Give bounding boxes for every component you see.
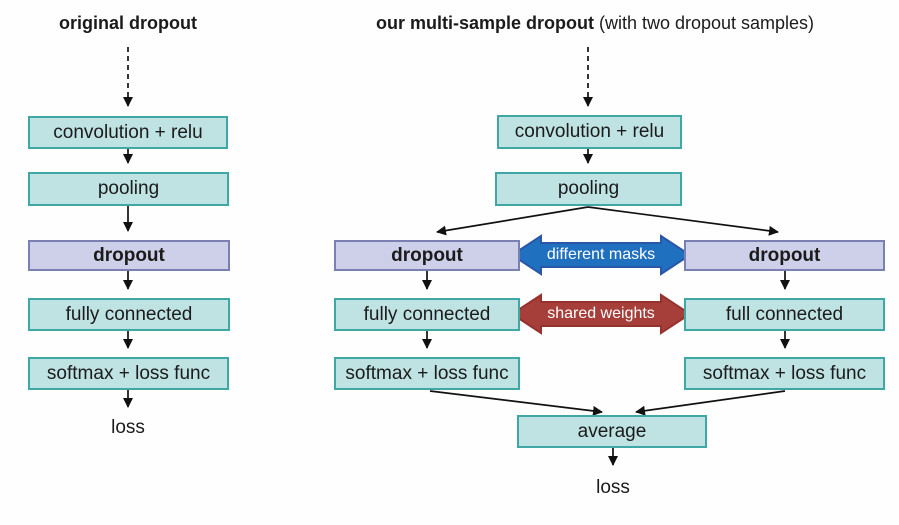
right-loss-label: loss (596, 477, 630, 498)
left-dropout-box: dropout (28, 240, 230, 271)
shared-weights-label: shared weights (547, 305, 655, 322)
average-box: average (517, 415, 707, 448)
branchL-dropout-box: dropout (334, 240, 520, 271)
left-conv-relu-box: convolution + relu (28, 116, 228, 149)
branchR-softmax-loss-box: softmax + loss func (684, 357, 885, 390)
left-panel-title: original dropout (59, 13, 197, 33)
left-fully-connected-box: fully connected (28, 298, 230, 331)
branchL-softmax-loss-box: softmax + loss func (334, 357, 520, 390)
right-pooling-box: pooling (495, 172, 682, 206)
branchL-fully-connected-box: fully connected (334, 298, 520, 331)
branchR-full-connected-box: full connected (684, 298, 885, 331)
pooling-split-left-arrow (436, 206, 589, 236)
pooling-split-right-arrow (587, 206, 779, 236)
right-panel-title-regular: (with two dropout samples) (593, 13, 815, 33)
different-masks-label: different masks (546, 246, 656, 263)
right-panel-title-bold: our multi-sample dropout (375, 13, 594, 33)
left-softmax-loss-box: softmax + loss func (28, 357, 229, 390)
left-loss-label: loss (111, 417, 145, 438)
branchR-dropout-box: dropout (684, 240, 885, 271)
left-pooling-box: pooling (28, 172, 229, 206)
right-conv-relu-box: convolution + relu (497, 115, 682, 149)
softmaxL-to-average-arrow (429, 390, 603, 416)
softmaxR-to-average-arrow (635, 390, 786, 416)
right-panel-title: our multi-sample dropout (with two dropo… (335, 13, 855, 34)
